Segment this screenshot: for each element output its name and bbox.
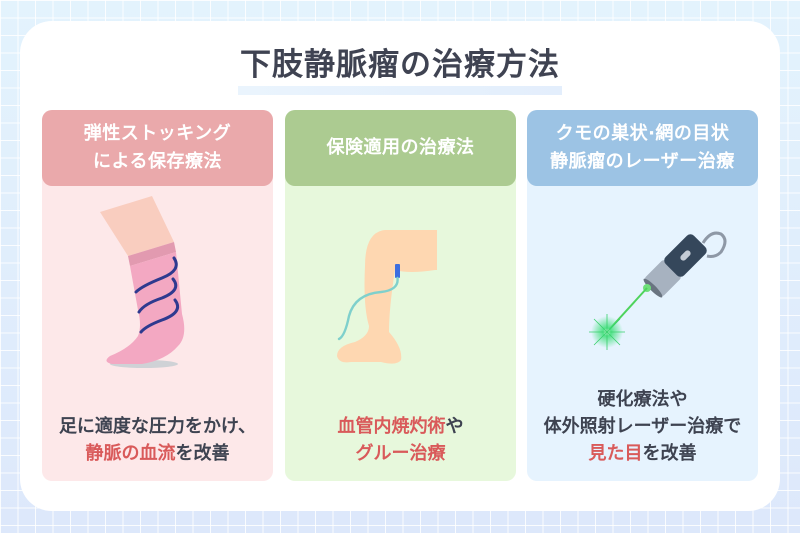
description-text: 体外照射レーザー治療で: [543, 416, 742, 437]
description-emphasis: 見た目: [588, 443, 643, 464]
description-emphasis: 血管内焼灼術: [337, 416, 446, 437]
column-header: クモの巣状·網の目状 静脈瘤のレーザー治療: [527, 110, 758, 186]
page-title-text: 下肢静脈瘤の治療方法: [240, 47, 560, 83]
description-text: 足に適度な圧力をかけ、: [58, 416, 257, 437]
treatment-column-compression: 弾性ストッキング による保存療法 足に適度な圧力をかけ、 静脈の血流を改善: [42, 110, 273, 481]
description-text: を改善: [642, 443, 697, 464]
description-text: や: [445, 416, 464, 437]
description-line: 静脈の血流を改善: [42, 440, 273, 467]
column-header-line: クモの巣状·網の目状: [555, 123, 730, 144]
column-description: 足に適度な圧力をかけ、 静脈の血流を改善: [42, 413, 273, 467]
description-line: 血管内焼灼術や: [285, 413, 516, 440]
main-card: 下肢静脈瘤の治療方法 弾性ストッキング による保存療法 足に適度な圧: [20, 21, 780, 511]
treatment-column-insurance: 保険適用の治療法 血管内焼灼術や グルー治療: [285, 110, 516, 481]
leg-catheter-illustration: [285, 186, 516, 386]
title-underline: [238, 86, 562, 95]
column-header-line: 弾性ストッキング: [83, 123, 232, 144]
description-emphasis: 静脈の血流: [85, 443, 176, 464]
column-description: 硬化療法や 体外照射レーザー治療で 見た目を改善: [527, 386, 758, 467]
description-text: 硬化療法や: [597, 389, 688, 410]
title-area: 下肢静脈瘤の治療方法: [20, 45, 780, 95]
column-description: 血管内焼灼術や グルー治療: [285, 413, 516, 467]
laser-pointer-illustration: [527, 186, 758, 386]
compression-stocking-illustration: [42, 186, 273, 386]
column-header-line: による保存療法: [93, 151, 222, 172]
page-title: 下肢静脈瘤の治療方法: [230, 45, 570, 95]
description-text: を改善: [175, 443, 230, 464]
description-line: 見た目を改善: [527, 440, 758, 467]
description-line: 体外照射レーザー治療で: [527, 413, 758, 440]
column-header-line: 保険適用の治療法: [326, 137, 475, 158]
description-line: グルー治療: [285, 440, 516, 467]
column-header: 保険適用の治療法: [285, 110, 516, 186]
description-line: 足に適度な圧力をかけ、: [42, 413, 273, 440]
column-header-line: 静脈瘤のレーザー治療: [550, 151, 735, 172]
column-header: 弾性ストッキング による保存療法: [42, 110, 273, 186]
treatment-column-laser: クモの巣状·網の目状 静脈瘤のレーザー治療: [527, 110, 758, 481]
description-line: 硬化療法や: [527, 386, 758, 413]
description-emphasis: グルー治療: [355, 443, 446, 464]
